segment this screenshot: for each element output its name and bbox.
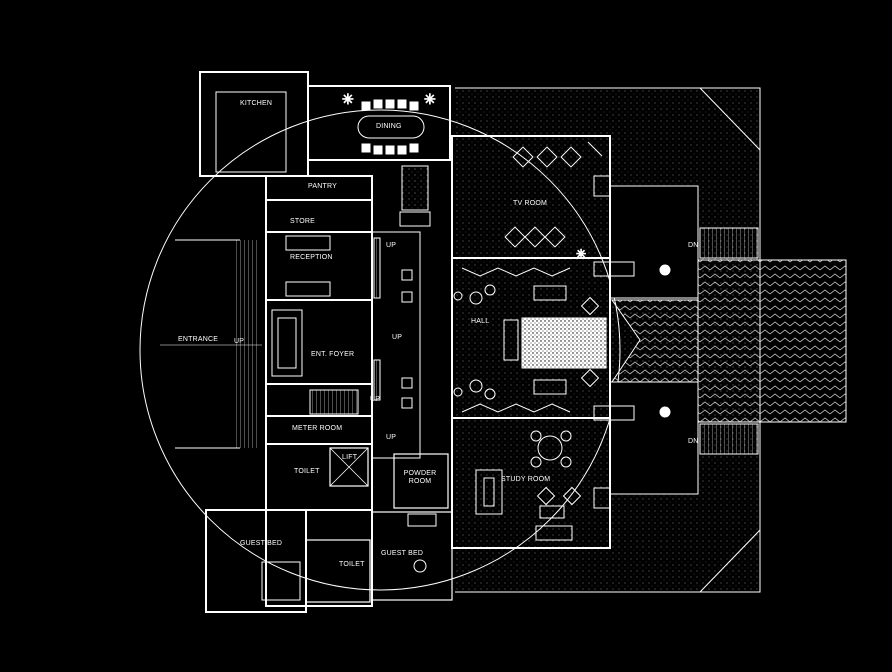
guest-bed-label-2: GUEST BED: [381, 550, 424, 557]
stair-dn-marker-1: DN: [688, 242, 699, 249]
tv-room-furniture: ✳: [504, 141, 603, 262]
stair-dn-marker-2: DN: [688, 438, 699, 445]
hall-label: HALL: [471, 318, 490, 325]
stair-up-marker-2: UP: [392, 334, 403, 341]
study-furniture: [475, 430, 582, 541]
stair-up-marker-5: UP: [386, 434, 397, 441]
stair-up-marker-3: UP: [234, 338, 245, 345]
powder-room-label-line2: ROOM: [408, 478, 432, 485]
svg-text:✳: ✳: [424, 92, 436, 108]
svg-text:✳: ✳: [576, 247, 586, 261]
dining-table: ✳ ✳: [342, 92, 436, 155]
reception-label: RECEPTION: [290, 254, 333, 261]
entrance-label: ENTRANCE: [178, 336, 219, 343]
pantry-label: PANTRY: [308, 183, 337, 190]
hall-furniture: [453, 267, 607, 413]
building-walls: [199, 71, 635, 613]
toilet-label-1: TOILET: [294, 468, 320, 475]
lift-label: LIFT: [342, 454, 358, 461]
powder-room-label: POWDER ROOM: [400, 470, 440, 486]
dining-label: DINING: [376, 123, 402, 130]
toilet-label-2: TOILET: [339, 561, 365, 568]
site-circle: [139, 109, 621, 591]
ent-foyer-label: ENT. FOYER: [311, 351, 355, 358]
tv-room-label: TV ROOM: [513, 200, 548, 207]
svg-text:✳: ✳: [342, 92, 354, 108]
kitchen-label: KITCHEN: [240, 100, 273, 107]
meter-room-label: METER ROOM: [292, 425, 343, 432]
powder-room-label-line1: POWDER: [403, 470, 437, 477]
store-label: STORE: [290, 218, 315, 225]
left-furniture: [261, 165, 437, 601]
study-room-label: STUDY ROOM: [501, 476, 551, 483]
entrance-steps: [160, 240, 262, 448]
stair-up-marker-1: UP: [386, 242, 397, 249]
right-terraces: [455, 87, 847, 593]
stair-up-marker-4: UP: [370, 396, 381, 403]
guest-bed-label-1: GUEST BED: [240, 540, 283, 547]
